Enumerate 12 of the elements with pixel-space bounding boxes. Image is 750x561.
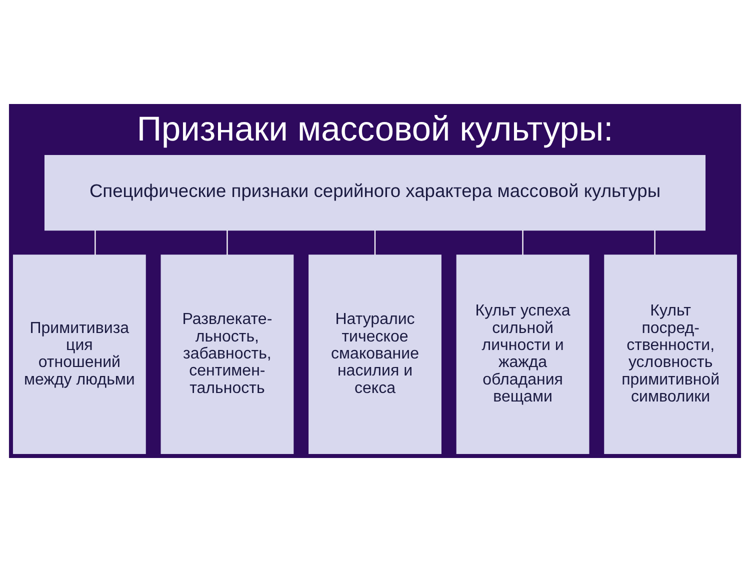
- connector: [94, 230, 96, 254]
- connector: [522, 230, 524, 254]
- node-box: Культ посред- ственности, условность примитивной символики: [604, 254, 738, 454]
- node-box: Специфические признаки серийного характера массовой культуры: [44, 154, 706, 230]
- node-box: Натуралис тическое смакование насилия и секса: [308, 254, 442, 454]
- connector: [654, 230, 656, 254]
- node-box: Развлекате- льность, забавность, сентимен- тальность: [160, 254, 294, 454]
- node-box: Примитивиза ция отношений между людьми: [12, 254, 146, 454]
- node-box: Культ успеха сильной личности и жажда обладания вещами: [456, 254, 590, 454]
- connector: [226, 230, 228, 254]
- diagram-title: Признаки массовой культуры:: [136, 110, 614, 148]
- connector: [374, 230, 376, 254]
